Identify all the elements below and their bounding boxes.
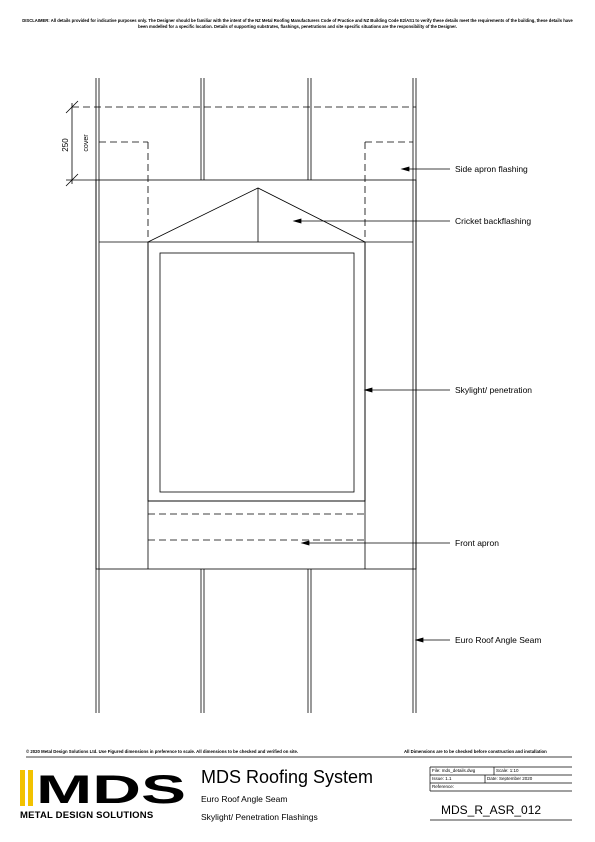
cricket-backflashing [147, 187, 366, 243]
mds-logo: MDS [20, 770, 186, 808]
seam-label: Euro Roof Angle Seam [455, 635, 542, 645]
scale-label: Scale: 1:10 [496, 768, 519, 773]
file-label: File: mds_details.dwg [432, 768, 476, 773]
brand-name: METAL DESIGN SOLUTIONS [20, 810, 154, 821]
side-apron-label: Side apron flashing [455, 164, 528, 174]
side-apron-flashing [95, 179, 417, 570]
seam-lines [95, 78, 417, 713]
date-label: Date: September 2020 [487, 776, 533, 781]
disclaimer-text: DISCLAIMER: All details provided for ind… [22, 18, 573, 29]
issue-label: Issue: 1.1 [432, 776, 452, 781]
dimension-value: 250 [61, 138, 70, 152]
skylight-inner [159, 252, 355, 493]
reference-label: Reference: [432, 784, 455, 789]
page-title: MDS Roofing System [201, 767, 374, 787]
subtitle-drawing: Skylight/ Penetration Flashings [201, 812, 318, 822]
cricket-label: Cricket backflashing [455, 216, 532, 226]
logo-text: MDS [36, 770, 186, 808]
cover-dimension [65, 100, 96, 187]
front-apron-label: Front apron [455, 538, 499, 548]
verify-note: All Dimensions are to be checked before … [404, 749, 547, 754]
drawing-number: MDS_R_ASR_012 [441, 803, 542, 817]
skylight-label: Skylight/ penetration [455, 385, 533, 395]
dimension-label: cover [83, 134, 90, 152]
subtitle-system: Euro Roof Angle Seam [201, 794, 288, 804]
copyright-note: © 2020 Metal Design Solutions Ltd. Use F… [26, 749, 299, 754]
skylight-outer [147, 241, 366, 502]
